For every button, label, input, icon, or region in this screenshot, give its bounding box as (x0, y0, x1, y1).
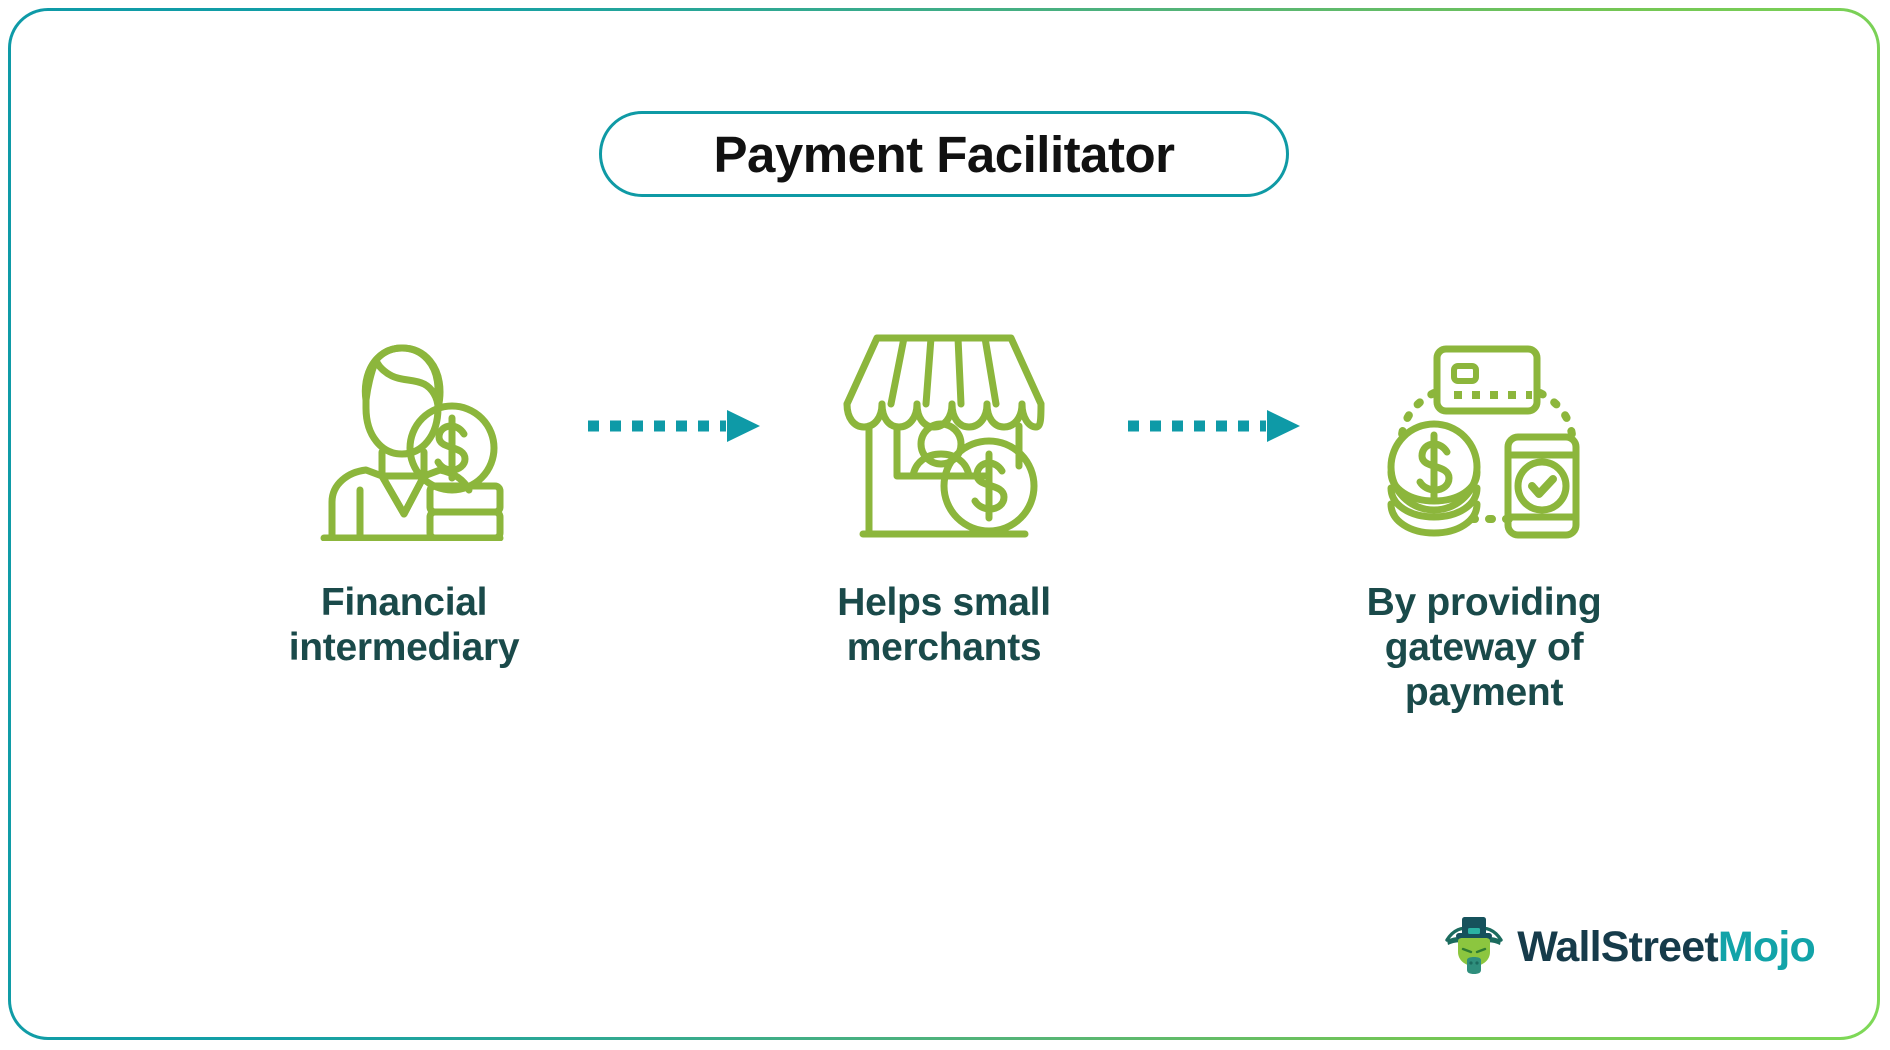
dotted-arrow-right-icon (569, 311, 779, 541)
wallstreetmojo-bull-icon (1443, 914, 1505, 981)
step-financial-intermediary: Financial intermediary (239, 311, 569, 671)
step-helps-small-merchants: Helps small merchants (779, 311, 1109, 671)
step-label: Financial intermediary (288, 581, 520, 669)
logo-word-mojo: Mojo (1717, 923, 1816, 971)
page-title: Payment Facilitator (713, 125, 1175, 183)
step-gateway-of-payment: By providing gateway of payment (1319, 311, 1649, 716)
steps-row: Financial intermediary (11, 311, 1877, 716)
title-pill: Payment Facilitator (599, 111, 1289, 197)
dotted-arrow-right-icon (1109, 311, 1319, 541)
logo-word-wallstreet: WallStreet (1517, 923, 1718, 971)
step-label: Helps small merchants (837, 581, 1051, 669)
wallstreetmojo-logo[interactable]: WallStreetMojo (1443, 914, 1816, 981)
storefront-shop-icon (839, 311, 1049, 541)
card-gradient-frame: Payment Facilitator (8, 8, 1880, 1040)
businessman-with-money-icon (304, 311, 504, 541)
step-label: By providing gateway of payment (1366, 581, 1602, 714)
card-inner: Payment Facilitator (11, 11, 1877, 1037)
payment-methods-icon (1382, 311, 1587, 541)
logo-wordmark: WallStreetMojo (1517, 923, 1816, 971)
